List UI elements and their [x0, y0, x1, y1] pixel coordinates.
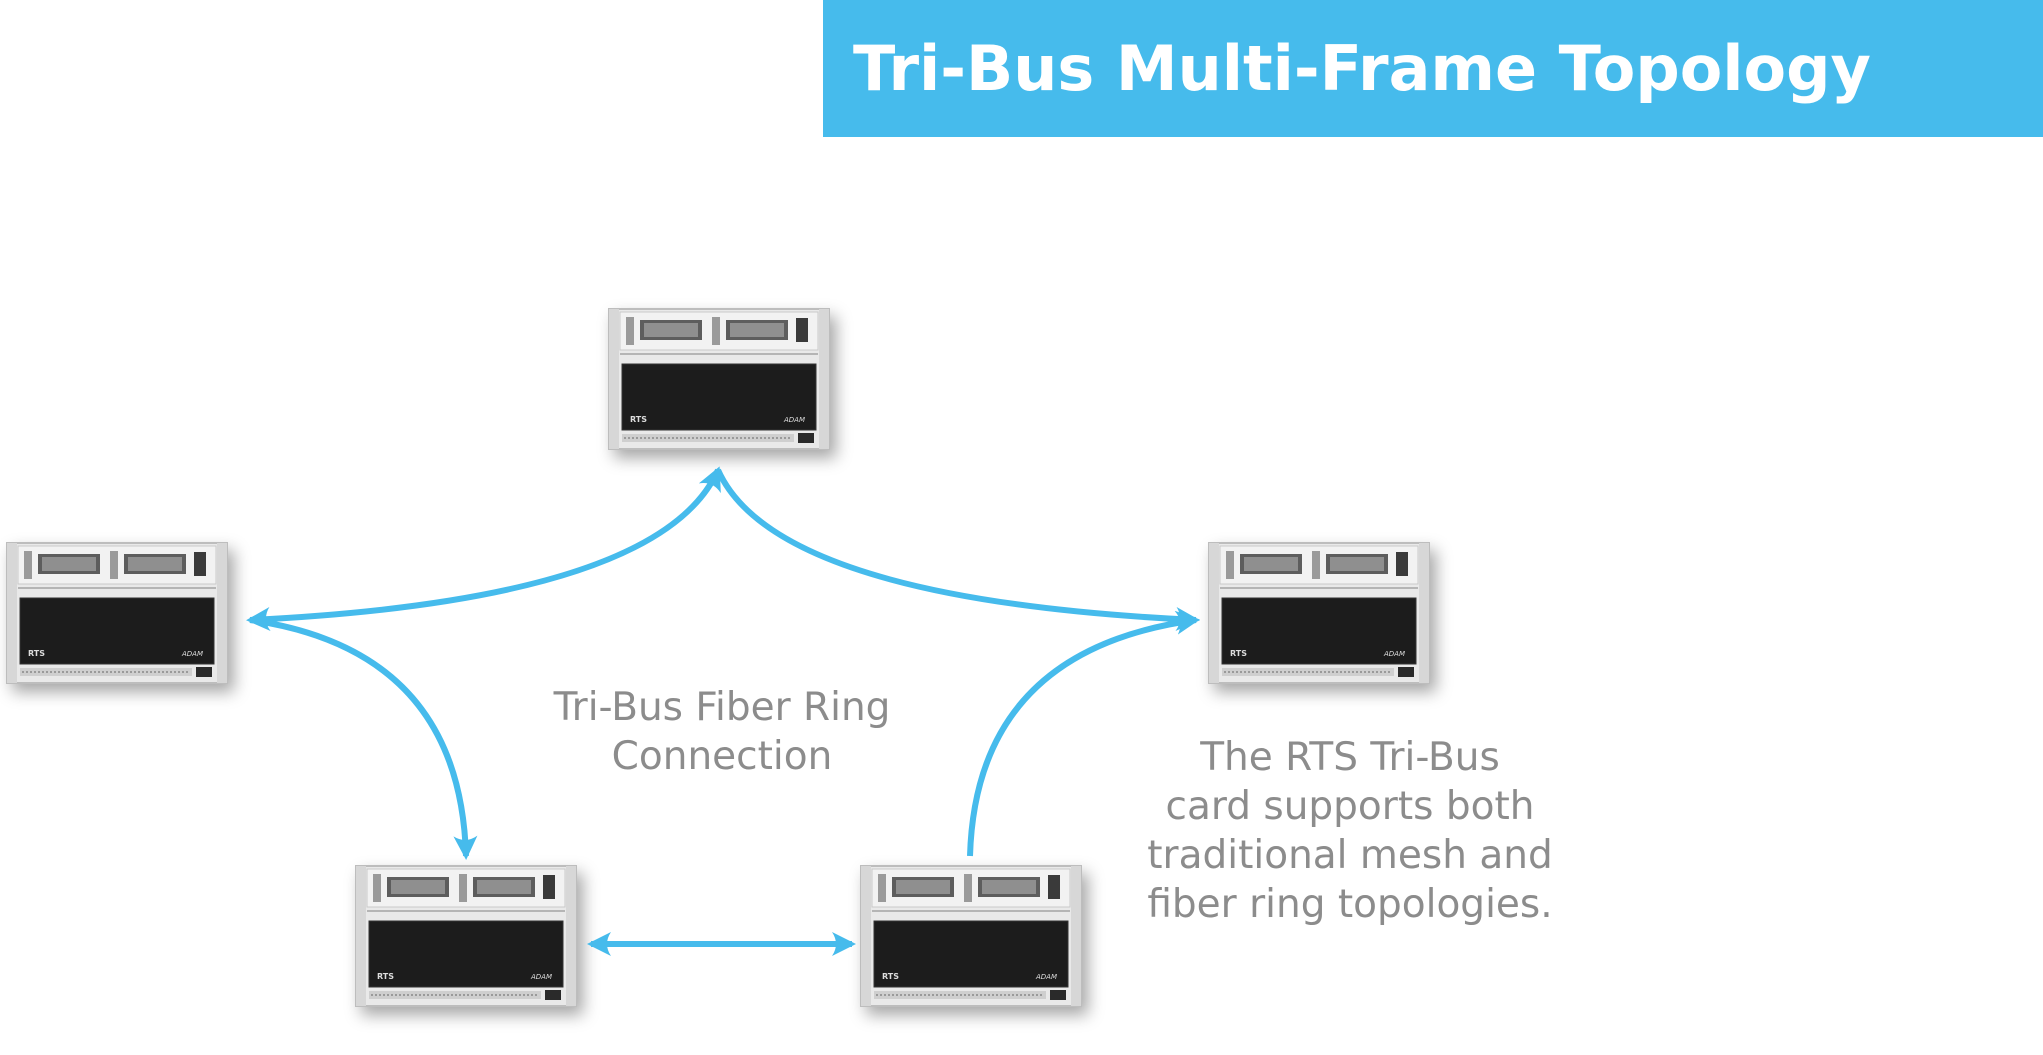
frame-top: RTS ADAM	[608, 308, 830, 450]
frame-model: ADAM	[783, 416, 805, 424]
frame-logo: RTS	[882, 972, 899, 981]
link-left-bottom-left	[249, 617, 478, 860]
frame-left: RTS ADAM	[6, 542, 228, 684]
frame-model: ADAM	[1035, 973, 1057, 981]
page-title: Tri-Bus Multi-Frame Topology	[853, 32, 1871, 105]
title-banner: Tri-Bus Multi-Frame Topology	[823, 0, 2043, 137]
frame-bottom-right: RTS ADAM	[860, 865, 1082, 1007]
frame-logo: RTS	[28, 649, 45, 658]
topology-note: The RTS Tri-Bus card supports both tradi…	[1147, 735, 1553, 927]
link-top-left	[246, 466, 721, 632]
ring-label: Tri-Bus Fiber Ring Connection	[553, 685, 891, 779]
frame-model: ADAM	[1383, 650, 1405, 658]
frame-model: ADAM	[530, 973, 552, 981]
frame-right: RTS ADAM	[1208, 542, 1430, 684]
frame-bottom-left: RTS ADAM	[355, 865, 577, 1007]
frame-model: ADAM	[181, 650, 203, 658]
frame-logo: RTS	[1230, 649, 1247, 658]
link-right-bottom-right	[967, 610, 1200, 857]
link-top-right	[715, 468, 1200, 632]
frame-logo: RTS	[377, 972, 394, 981]
frame-logo: RTS	[630, 415, 647, 424]
